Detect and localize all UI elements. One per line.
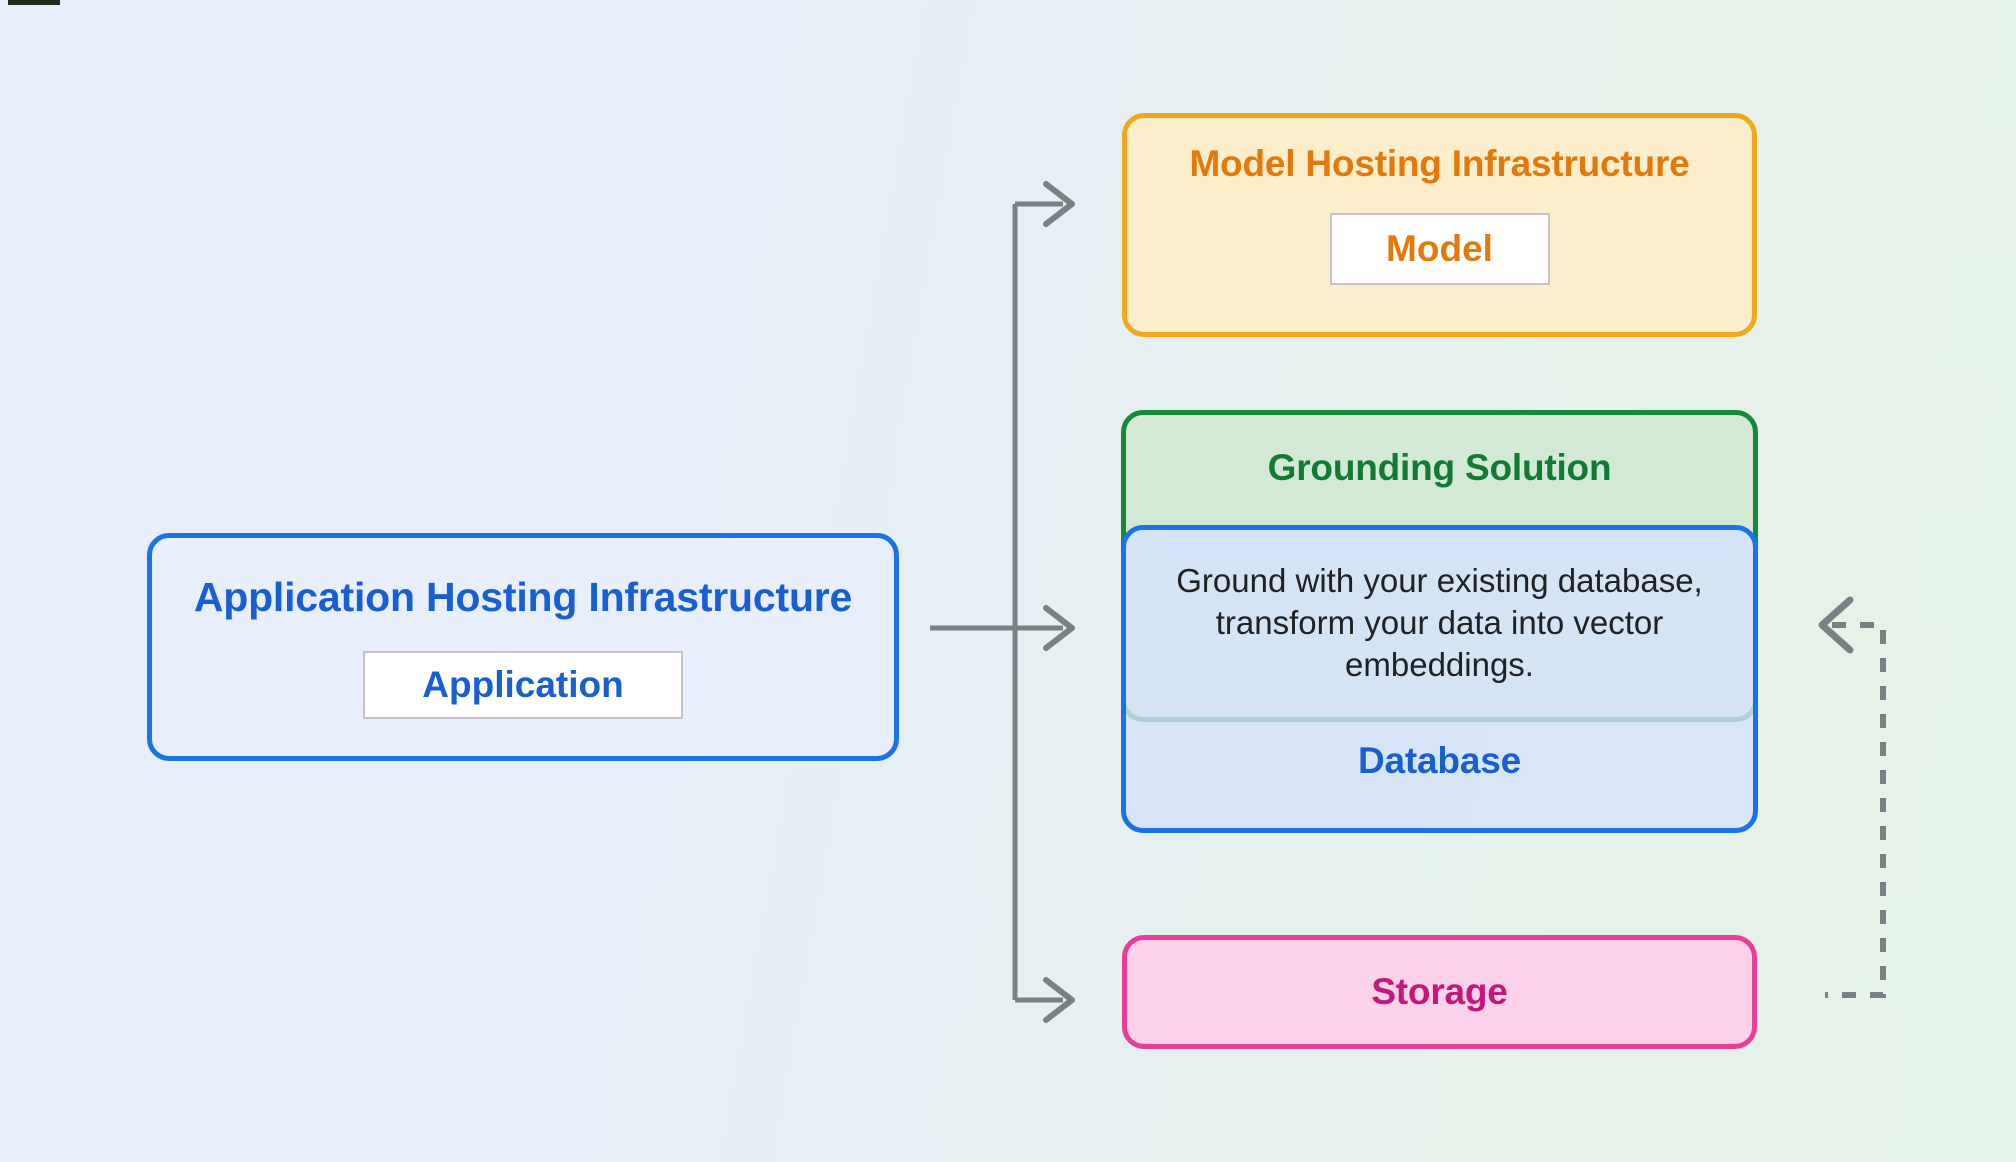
solid-arrowheads <box>1043 181 1075 1023</box>
database-node[interactable]: Ground with your existing database, tran… <box>1121 525 1758 833</box>
solid-connector-group <box>930 201 1063 1003</box>
model-hosting-infrastructure-node[interactable]: Model Hosting Infrastructure Model <box>1122 113 1757 337</box>
storage-title: Storage <box>1371 971 1508 1012</box>
application-hosting-title: Application Hosting Infrastructure <box>193 574 853 620</box>
arrowhead-to-model <box>1043 181 1075 227</box>
database-title: Database <box>1358 740 1521 781</box>
dashed-return-path <box>1825 622 1886 998</box>
arrowhead-to-grounding <box>1043 605 1075 651</box>
grounding-solution-title: Grounding Solution <box>1267 447 1612 488</box>
grounding-description: Ground with your existing database, tran… <box>1176 562 1703 684</box>
arrowhead-to-database <box>1818 596 1854 654</box>
dashed-connector-group <box>1825 622 1886 998</box>
model-hosting-title: Model Hosting Infrastructure <box>1189 143 1690 184</box>
corner-artifact <box>8 0 60 5</box>
arrowhead-to-storage <box>1043 977 1075 1023</box>
application-chip[interactable]: Application <box>363 651 683 719</box>
model-chip[interactable]: Model <box>1329 213 1550 285</box>
storage-node[interactable]: Storage <box>1122 935 1757 1049</box>
application-hosting-infrastructure-node[interactable]: Application Hosting Infrastructure Appli… <box>147 533 899 761</box>
